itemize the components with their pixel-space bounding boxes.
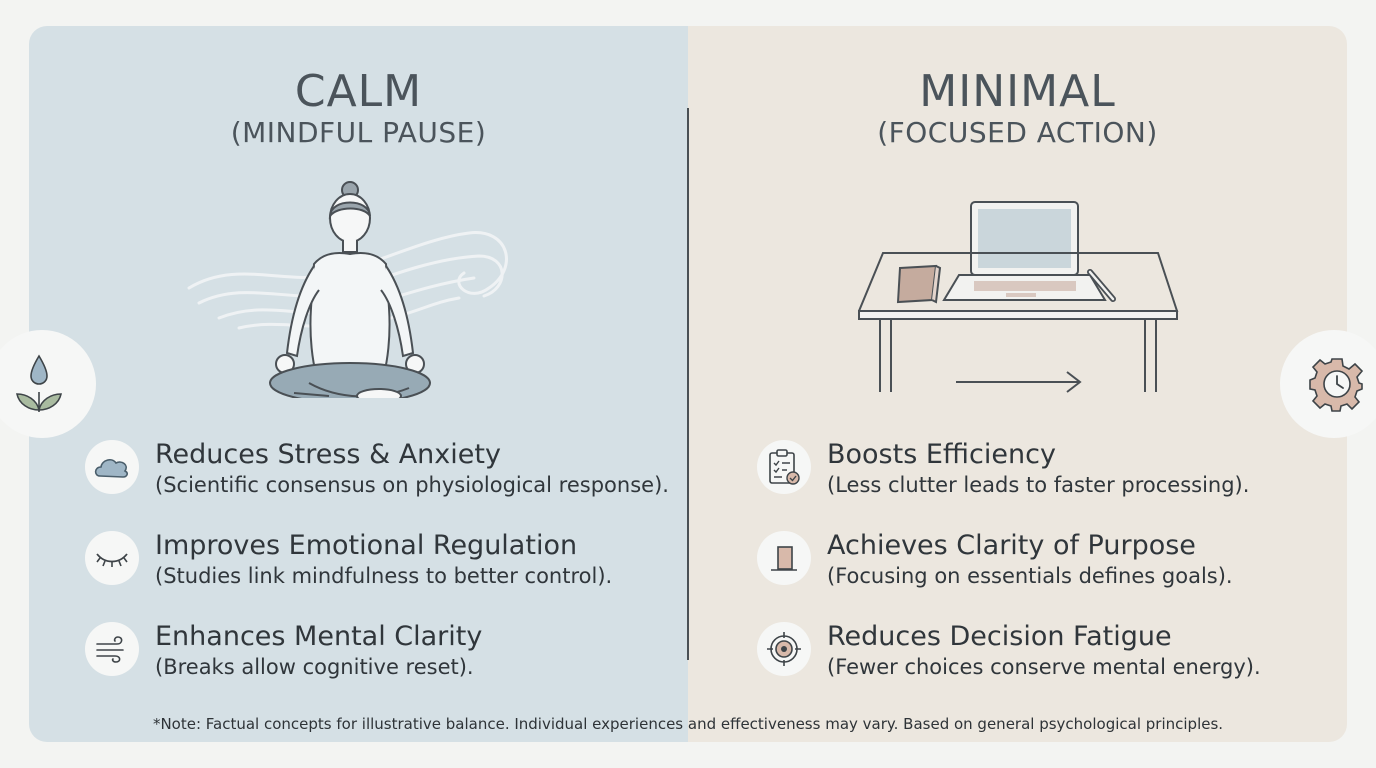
minimal-title: MINIMAL	[919, 66, 1116, 117]
panel-divider	[687, 108, 689, 660]
calm-item-heading: Enhances Mental Clarity	[155, 621, 483, 652]
wind-icon	[85, 622, 139, 676]
clipboard-check-icon	[757, 440, 811, 494]
calm-panel: CALM (MINDFUL PAUSE)	[29, 26, 688, 742]
calm-item-heading: Improves Emotional Regulation	[155, 530, 578, 561]
cloud-icon	[85, 440, 139, 494]
water-drop-sprout-icon	[0, 330, 96, 438]
target-icon	[757, 622, 811, 676]
closed-eye-icon	[85, 531, 139, 585]
calm-item-description: (Scientific consensus on physiological r…	[155, 473, 669, 497]
minimal-item-description: (Less clutter leads to faster processing…	[827, 473, 1250, 497]
gear-clock-icon	[1280, 330, 1376, 438]
calm-subtitle: (MINDFUL PAUSE)	[230, 116, 487, 149]
minimal-item-description: (Focusing on essentials defines goals).	[827, 564, 1233, 588]
calm-title: CALM	[294, 66, 423, 117]
doorway-icon	[757, 531, 811, 585]
minimal-panel: MINIMAL (FOCUSED ACTION)	[688, 26, 1347, 742]
minimal-item-heading: Boosts Efficiency	[827, 439, 1056, 470]
calm-item-description: (Breaks allow cognitive reset).	[155, 655, 474, 679]
comparison-card: CALM (MINDFUL PAUSE)	[29, 26, 1347, 742]
desk-laptop-icon	[858, 201, 1179, 393]
meditating-person-icon	[187, 181, 508, 398]
minimal-subtitle: (FOCUSED ACTION)	[877, 116, 1158, 149]
minimal-item-heading: Achieves Clarity of Purpose	[827, 530, 1196, 561]
calm-item-heading: Reduces Stress & Anxiety	[155, 439, 501, 470]
minimal-item-heading: Reduces Decision Fatigue	[827, 621, 1172, 652]
minimal-item-description: (Fewer choices conserve mental energy).	[827, 655, 1261, 679]
footer-note: *Note: Factual concepts for illustrative…	[152, 715, 1224, 733]
calm-item-description: (Studies link mindfulness to better cont…	[155, 564, 613, 588]
